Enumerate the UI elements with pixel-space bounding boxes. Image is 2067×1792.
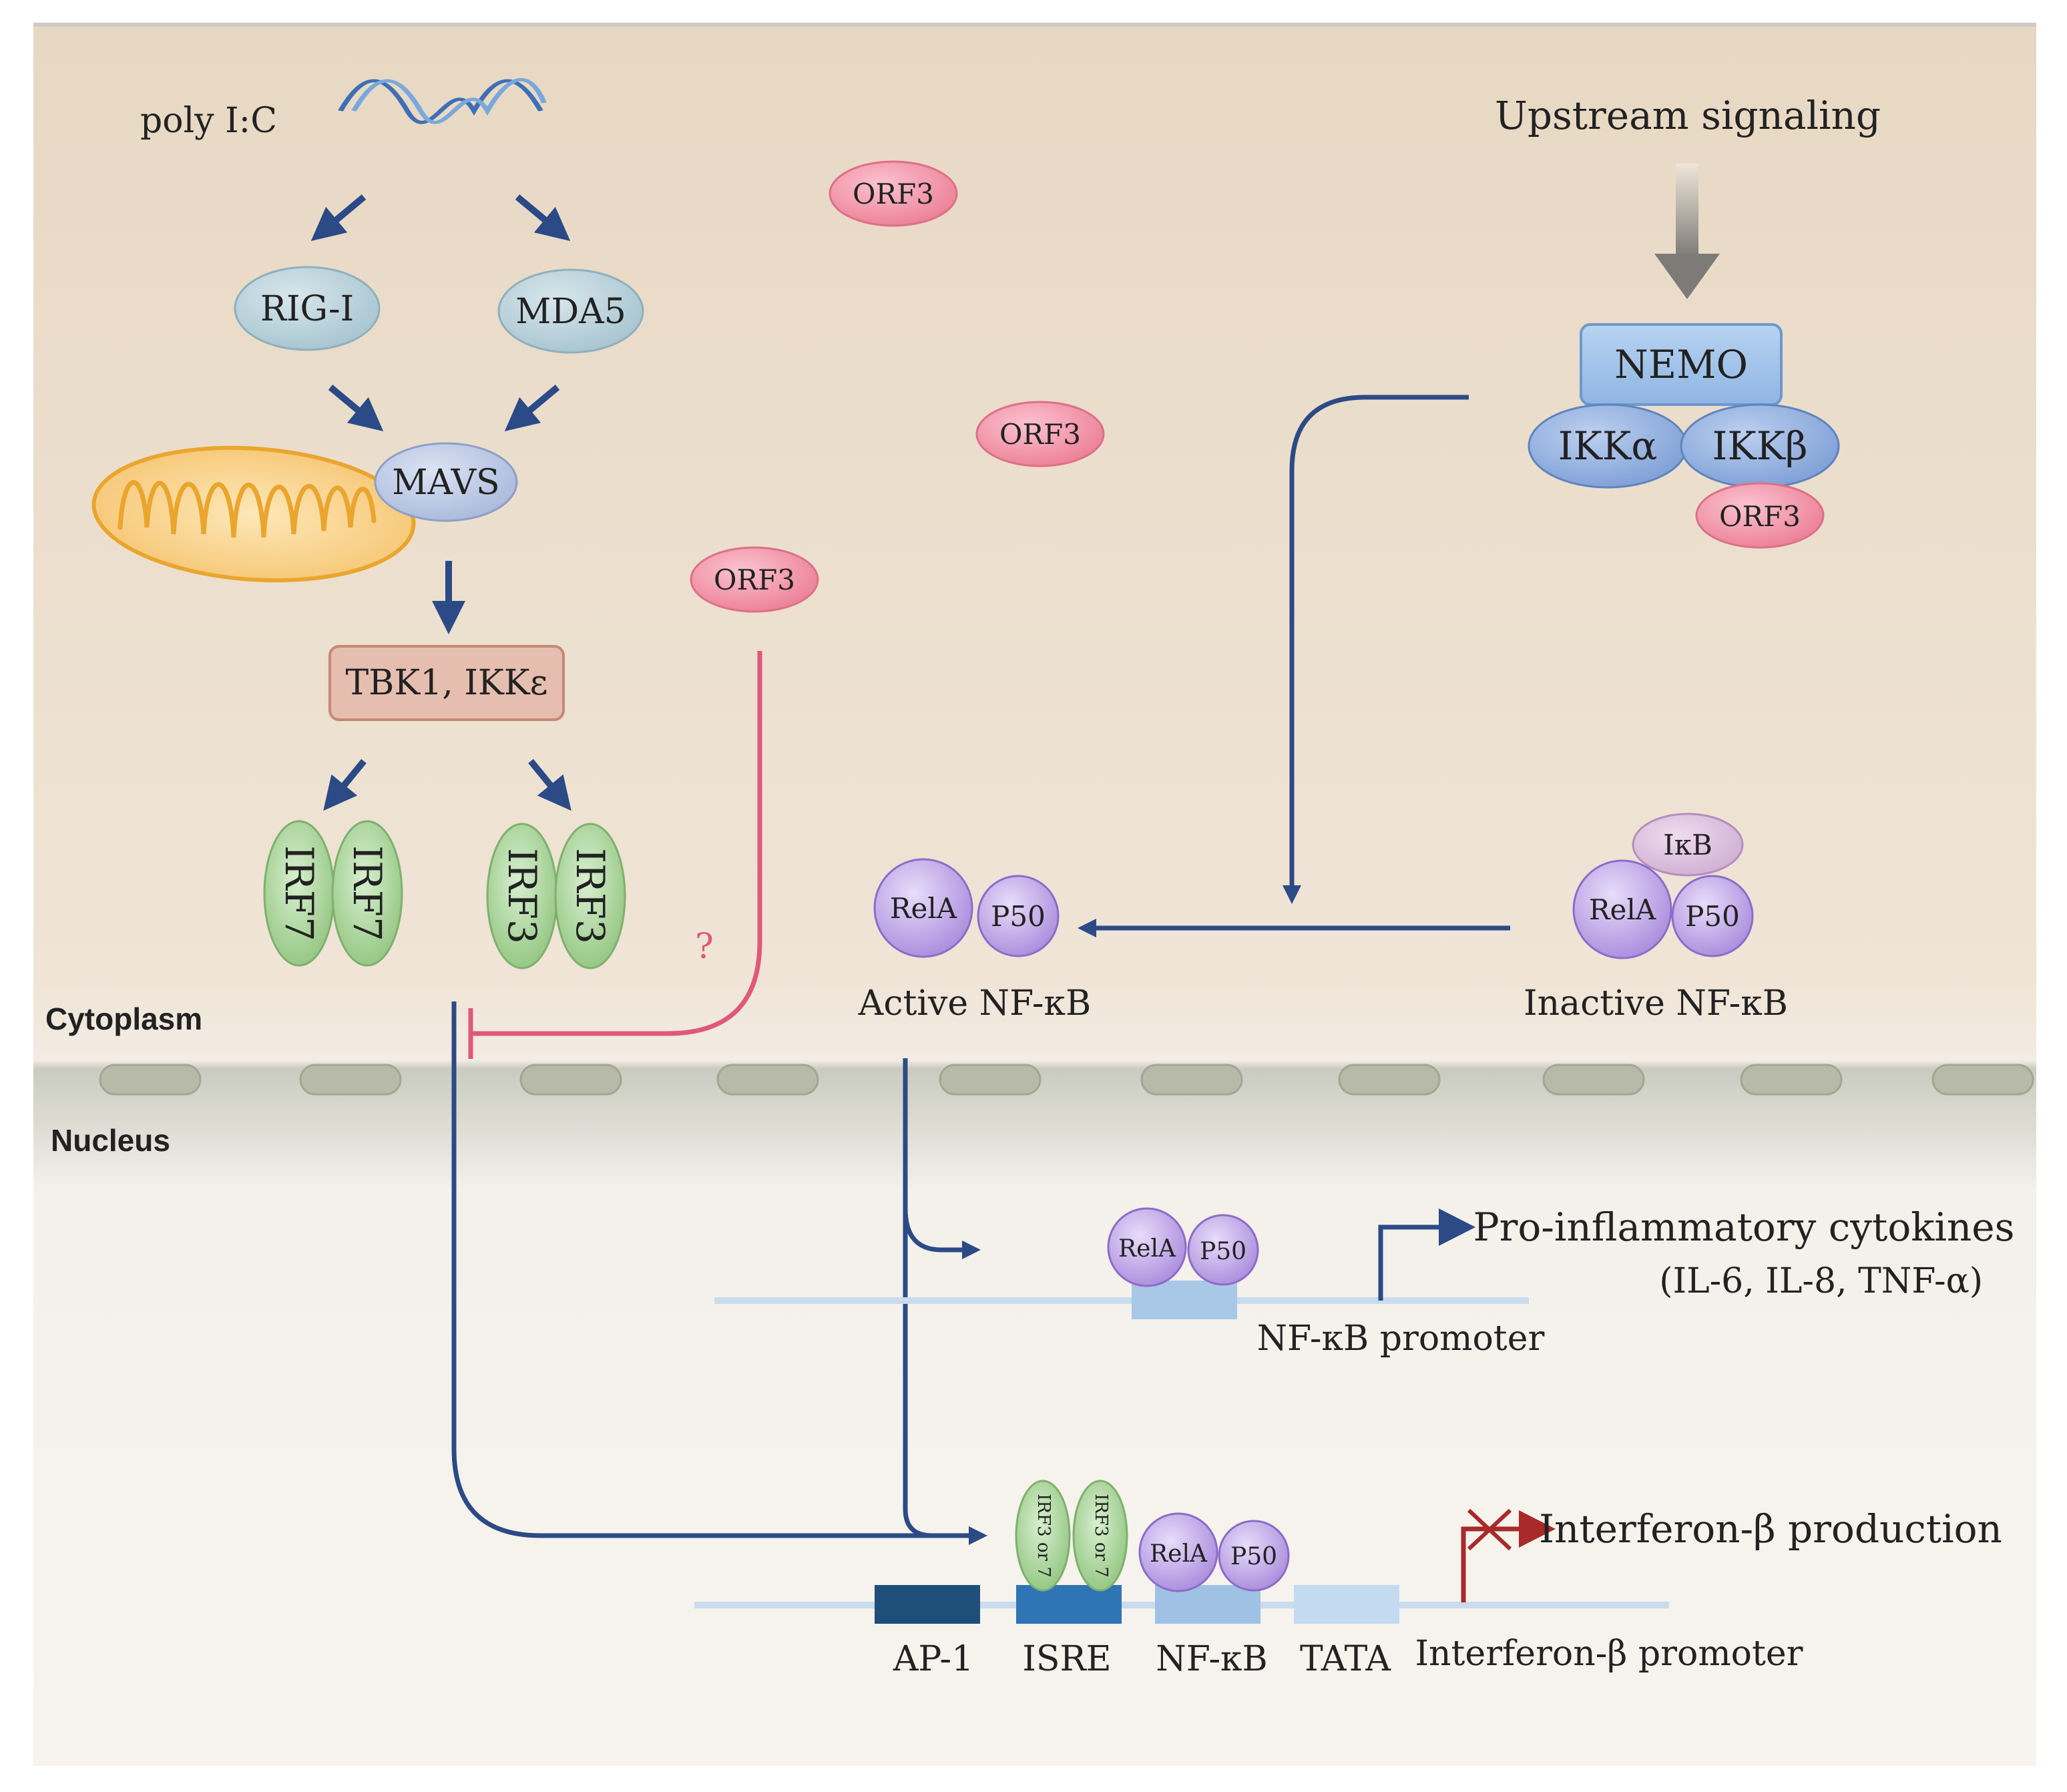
svg-text:RelA: RelA (1589, 893, 1656, 926)
svg-text:ORF3: ORF3 (999, 418, 1081, 451)
svg-text:MAVS: MAVS (392, 463, 499, 503)
svg-text:IKKα: IKKα (1558, 423, 1658, 469)
irf-translocation-arrow (451, 1001, 987, 1545)
upstream-arrow (1654, 164, 1720, 299)
svg-text:IκB: IκB (1663, 829, 1712, 861)
tbk1-ikke-node: TBK1, IKKε (328, 645, 565, 721)
orf3-node: ORF3 (690, 546, 819, 613)
svg-text:IRF7: IRF7 (344, 845, 390, 941)
active-nfkb-label: Active NF-κB (858, 983, 1091, 1024)
mitochondrion-icon (91, 445, 416, 583)
orf3-node: ORF3 (1695, 482, 1825, 549)
nemo-node: NEMO (1580, 323, 1783, 406)
ikkb-node: IKKβ (1680, 403, 1840, 489)
svg-text:IRF3: IRF3 (499, 848, 545, 944)
cytokine-detail-label: (IL-6, IL-8, TNF-α) (1659, 1261, 1983, 1301)
svg-text:P50: P50 (1230, 1543, 1277, 1570)
orf3-node: ORF3 (975, 401, 1105, 467)
cytoplasm-label: Cytoplasm (45, 1001, 202, 1036)
orf3-inhibition (468, 651, 762, 1059)
svg-text:IRF7: IRF7 (276, 845, 322, 941)
nfkb-promoter-label: NF-κB promoter (1257, 1319, 1545, 1359)
irf-bound-dimer: IRF3 or 7 IRF3 or 7 (1015, 1480, 1128, 1592)
dsrna-icon (338, 78, 547, 124)
nucleus-label: Nucleus (51, 1123, 170, 1158)
active-nfkb-complex: RelA P50 (873, 858, 1060, 958)
svg-text:P50: P50 (1200, 1238, 1246, 1265)
svg-text:IKKβ: IKKβ (1712, 423, 1807, 469)
nfkb-translocation-arrows (903, 1058, 981, 1538)
ifn-promoter-dna (694, 1585, 1669, 1624)
unknown-mechanism-mark: ? (695, 927, 714, 967)
irf3-dimer: IRF3 IRF3 (486, 823, 626, 969)
cytokine-product-label: Pro-inflammatory cytokines (1473, 1204, 2015, 1250)
svg-text:P50: P50 (1685, 900, 1740, 933)
svg-text:ORF3: ORF3 (853, 178, 934, 210)
svg-text:IRF3: IRF3 (567, 848, 613, 944)
arrows-sensors (310, 194, 571, 811)
orf3-node: ORF3 (829, 160, 958, 227)
svg-text:TATA: TATA (1300, 1639, 1391, 1679)
nfkb-bound-complex: RelA P50 (1107, 1207, 1259, 1287)
svg-text:MDA5: MDA5 (515, 292, 626, 332)
irf7-dimer: IRF7 IRF7 (263, 820, 403, 967)
svg-text:RelA: RelA (1150, 1540, 1208, 1568)
svg-text:RIG-I: RIG-I (260, 289, 354, 329)
svg-text:NEMO: NEMO (1614, 342, 1748, 387)
svg-text:NF-κB: NF-κB (1156, 1639, 1268, 1679)
ifn-product-label: Interferon-β production (1539, 1506, 2002, 1552)
svg-text:RelA: RelA (1118, 1235, 1176, 1263)
ifn-element-labels: AP-1 ISRE NF-κB TATA (893, 1639, 1392, 1679)
mda5-node: MDA5 (497, 268, 644, 354)
inactive-nfkb-complex: IκB RelA P50 (1572, 813, 1754, 959)
svg-text:IRF3 or 7: IRF3 or 7 (1091, 1494, 1111, 1578)
blocked-ifn-transcription-icon (1461, 1508, 1556, 1602)
nfkb-ifn-bound-complex: RelA P50 (1138, 1512, 1290, 1592)
poly-ic-label: poly I:C (140, 101, 277, 141)
svg-text:RelA: RelA (890, 892, 957, 925)
svg-text:ISRE: ISRE (1022, 1639, 1111, 1679)
svg-text:ORF3: ORF3 (714, 564, 795, 596)
svg-text:IRF3 or 7: IRF3 or 7 (1034, 1494, 1054, 1578)
cytokine-transcription-arrow (1378, 1208, 1475, 1301)
nuclear-membrane (99, 1064, 2034, 1096)
ifn-promoter-label: Interferon-β promoter (1415, 1634, 1803, 1674)
inactive-nfkb-label: Inactive NF-κB (1524, 983, 1788, 1024)
mavs-node: MAVS (374, 442, 518, 522)
svg-text:ORF3: ORF3 (1719, 500, 1801, 533)
rig-i-node: RIG-I (234, 266, 381, 351)
ikka-node: IKKα (1528, 403, 1688, 489)
svg-text:TBK1, IKKε: TBK1, IKKε (345, 663, 547, 703)
svg-text:P50: P50 (991, 900, 1046, 933)
ikk-activation-arrow (1283, 395, 1469, 904)
upstream-signaling-label: Upstream signaling (1495, 93, 1881, 138)
svg-text:AP-1: AP-1 (893, 1639, 973, 1679)
nfkb-promoter-dna (714, 1281, 1529, 1319)
